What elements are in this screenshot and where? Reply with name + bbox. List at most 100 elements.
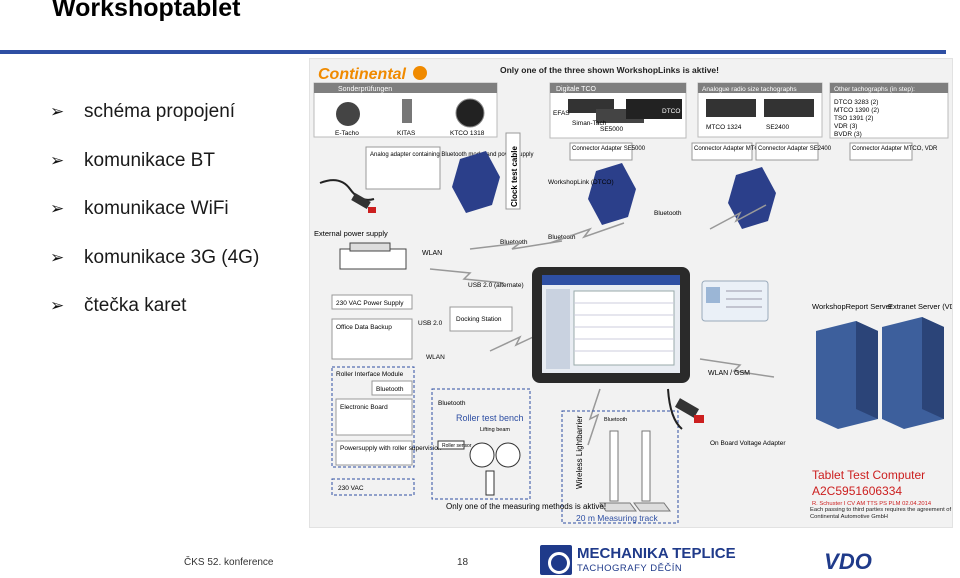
wireless-link-icon [549, 222, 625, 244]
vdo-wordmark: VDO [824, 550, 872, 572]
bullet-item: ➢ komunikace 3G (4G) [50, 234, 259, 283]
wlan-label: WLAN [422, 250, 442, 257]
company-name: MECHANIKA TEPLICE [577, 545, 736, 562]
bullet-list: ➢ schéma propojení ➢ komunikace BT ➢ komuni… [50, 88, 259, 331]
bullet-item: ➢ komunikace BT [50, 137, 259, 186]
wireless-link-icon [709, 204, 767, 230]
bluetooth-label: Bluetooth [500, 239, 528, 246]
connection-diagram: Continental Only one of the three shown … [309, 58, 953, 528]
wireless-link-icon [489, 330, 547, 352]
lifting-beam-label: Lifting beam [480, 427, 510, 433]
kitas-sensor-icon [402, 99, 412, 123]
header-note: Only one of the three shown WorkshopLink… [500, 65, 719, 75]
sonder-title: Sonderprüfungen [338, 86, 392, 93]
digital-title: Digitale TCO [556, 86, 596, 93]
extranet-server-label: Extranet Server (VDO/RSO/ND) [888, 302, 953, 311]
vac-label: 230 VAC [338, 485, 364, 492]
tachograph-unit-icon [706, 99, 756, 117]
continental-wordmark: Continental [318, 66, 407, 83]
digital-item-label: EFAS [553, 110, 570, 117]
other-item-label: DTCO 3283 (2) [834, 99, 878, 106]
analogue-item-label: SE2400 [766, 124, 790, 131]
bullet-text: schéma propojení [84, 101, 236, 123]
title-rule [0, 50, 946, 54]
docking-station-label: Docking Station [456, 316, 502, 323]
roller-module-label: Roller Interface Module [336, 371, 404, 378]
measuring-track-label: 20 m Measuring track [576, 513, 658, 523]
bullet-item: ➢ schéma propojení [50, 88, 259, 137]
bluetooth-label: Bluetooth [548, 234, 576, 241]
arrow-bullet-icon: ➢ [50, 247, 65, 267]
roller-bench-icon [437, 440, 521, 496]
digital-item-label: SE5000 [600, 126, 624, 133]
other-item-label: TSO 1391 (2) [834, 115, 873, 122]
server-icon [882, 317, 944, 429]
bluetooth-dongle-icon [728, 167, 776, 229]
vdo-logo: VDO [824, 550, 872, 572]
wlan-gsm-label: WLAN / GSM [708, 370, 750, 377]
usb-alt-label: USB 2.0 (alternate) [468, 282, 524, 289]
page-number: 18 [457, 557, 469, 568]
tablet-title: Tablet Test Computer [812, 468, 925, 482]
power-supply-box [331, 294, 413, 310]
bluetooth-label: Bluetooth [604, 417, 627, 423]
bullet-text: komunikace BT [84, 149, 215, 171]
analogue-panel: Analogue radio size tachographs MTCO 132… [697, 82, 823, 138]
bluetooth-label: Bluetooth [438, 400, 466, 407]
lightbarrier-icon [599, 430, 671, 512]
connector-mtco-label: Connector Adapter MTCO [694, 146, 764, 152]
tablet-number: A2C5951606334 [812, 484, 902, 498]
printer-power-supply-icon [339, 242, 407, 270]
connector-mtco-vdr-label: Connector Adapter MTCO, VDR [852, 146, 938, 152]
wlan-label: WLAN [426, 354, 445, 361]
wireless-lightbarrier-label: Wireless Lightbarrier [575, 415, 584, 489]
sonder-item-label: KTCO 1318 [450, 130, 485, 137]
mechanika-badge-icon [540, 545, 572, 575]
electronic-board-box [335, 398, 413, 436]
roller-bench-frame [431, 388, 531, 500]
connector-se2400-label: Connector Adapter SE2400 [758, 146, 832, 152]
e-tacho-icon [336, 102, 360, 126]
other-tachographs-panel: Other tachographs (in step): DTCO 3283 (… [829, 82, 949, 139]
sonder-panel: Sonderprüfungen E-Tacho KITAS KTCO 1318 [313, 82, 498, 138]
bullet-text: čtečka karet [84, 295, 187, 317]
tachograph-unit-icon [626, 99, 682, 119]
bluetooth-dongle-icon [588, 163, 636, 225]
other-title: Other tachographs (in step): [834, 86, 915, 93]
docking-station-box [449, 306, 513, 332]
usb-label: USB 2.0 [418, 320, 443, 327]
arrow-bullet-icon: ➢ [50, 102, 65, 122]
bottom-note-line: Only one of the measuring methods is akt… [446, 502, 606, 511]
analog-adapter-label: Analog adapter containing Bluetooth modu… [370, 152, 533, 158]
company-subtitle: TACHOGRAFY DĚČÍN [577, 563, 683, 574]
wireless-link-icon [429, 268, 505, 284]
other-item-label: MTCO 1390 (2) [834, 107, 879, 114]
tablet-device-icon [532, 267, 690, 383]
clock-test-cable-label: Clock test cable [510, 146, 519, 207]
arrow-bullet-icon: ➢ [50, 199, 65, 219]
clock-cable-box [505, 132, 521, 210]
digital-item-label: DTCO [662, 108, 680, 115]
wireless-link-icon [469, 240, 563, 250]
mechanika-logo: MECHANIKA TEPLICE TACHOGRAFY DĚČÍN [540, 545, 736, 575]
connector-adapters: Connector Adapter SE5000 Connector Adapt… [569, 142, 938, 161]
bluetooth-label: Bluetooth [376, 386, 404, 393]
vac-frame [331, 478, 415, 496]
slide-title: Workshoptablet [52, 0, 241, 22]
arrow-bullet-icon: ➢ [50, 150, 65, 170]
other-item-label: VDR (3) [834, 123, 857, 130]
power-supervision-label: Powersupply with roller supervision [340, 445, 442, 452]
workshop-report-label: WorkshopReport Server [812, 302, 893, 311]
sonder-item-label: E-Tacho [335, 130, 359, 137]
power-supply-label: 230 VAC Power Supply [336, 300, 404, 307]
sonder-item-label: KITAS [397, 130, 416, 137]
bullet-text: komunikace 3G (4G) [84, 246, 260, 268]
wireless-link-icon [699, 358, 775, 378]
roller-sensor-label: Roller sensor [442, 443, 472, 449]
car-plug-cable-icon [319, 179, 376, 213]
voltage-adapter-icon [667, 388, 704, 430]
electronic-board-label: Electronic Board [340, 404, 388, 411]
analogue-title: Analogue radio size tachographs [702, 86, 797, 93]
digital-tco-panel: Digitale TCO EFAS Siman-Tach SE5000 DTCO [549, 82, 687, 139]
external-power-label: External power supply [314, 229, 388, 238]
